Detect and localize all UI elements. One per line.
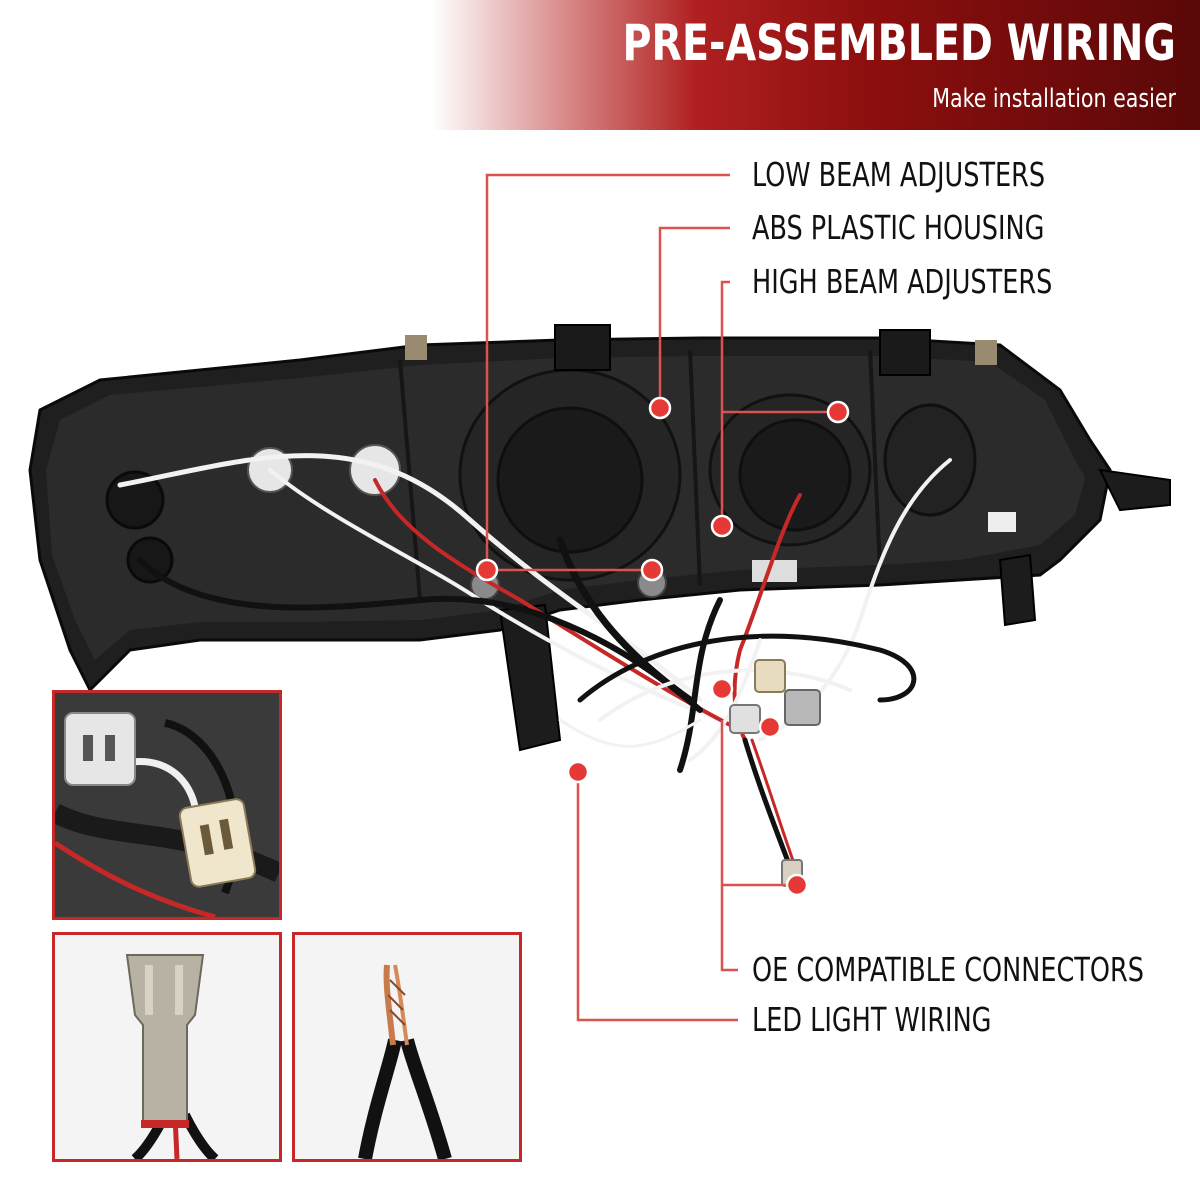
connector-plugs bbox=[729, 659, 821, 887]
inset-harness-connector bbox=[52, 690, 282, 920]
callout-high-beam-adjusters: HIGH BEAM ADJUSTERS bbox=[752, 262, 1053, 301]
inset-bulb-socket bbox=[52, 932, 282, 1162]
banner-title: PRE-ASSEMBLED WIRING bbox=[622, 14, 1176, 72]
callout-low-beam-adjusters: LOW BEAM ADJUSTERS bbox=[752, 155, 1046, 194]
wiring-harness bbox=[117, 453, 952, 883]
header-banner: PRE-ASSEMBLED WIRING Make installation e… bbox=[0, 0, 1200, 130]
banner-subtitle: Make installation easier bbox=[932, 84, 1176, 114]
callout-oe-compatible-connectors: OE COMPATIBLE CONNECTORS bbox=[752, 950, 1144, 989]
headlight-housing bbox=[28, 324, 1171, 752]
inset-wire-splice bbox=[292, 932, 522, 1162]
callout-abs-plastic-housing: ABS PLASTIC HOUSING bbox=[752, 208, 1045, 247]
callout-markers bbox=[475, 396, 850, 897]
callout-led-light-wiring: LED LIGHT WIRING bbox=[752, 1000, 992, 1039]
callout-lines bbox=[485, 173, 838, 1022]
